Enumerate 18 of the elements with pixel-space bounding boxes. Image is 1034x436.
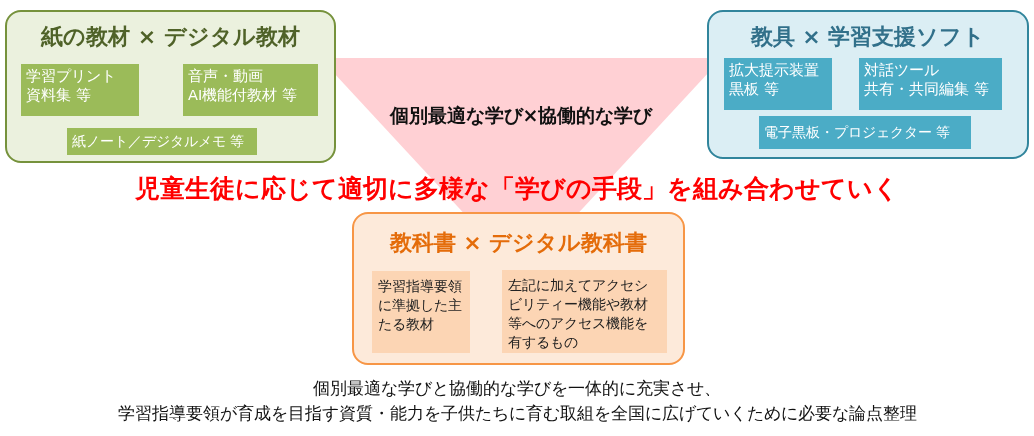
center-label: 個別最適な学び×協働的な学び	[389, 103, 653, 128]
item-box: 学習指導要領に準拠した主たる教材	[372, 271, 470, 353]
summary-text: 学習指導要領が育成を目指す資質・能力を子供たちに育む取組を全国に広げていくために必要な論点整理	[117, 403, 917, 425]
category-box	[5, 10, 336, 163]
box-heading: 教具 × 学習支援ソフト	[749, 23, 987, 51]
summary-text: 個別最適な学びと協働的な学びを一体的に充実させ、	[313, 378, 721, 400]
item-box: 音声・動画 AI機能付教材 等	[183, 64, 318, 116]
category-box	[352, 212, 685, 365]
item-box: 学習プリント 資料集 等	[21, 64, 139, 116]
item-box: 拡大提示装置 黒板 等	[724, 58, 832, 110]
box-heading: 教科書 × デジタル教科書	[388, 229, 649, 257]
item-box: 紙ノート／デジタルメモ 等	[67, 128, 257, 155]
main-message: 児童生徒に応じて適切に多様な「学びの手段」を組み合わせていく	[135, 173, 899, 205]
item-box: 左記に加えてアクセシビリティー機能や教材等へのアクセス機能を有するもの	[502, 270, 667, 353]
item-box: 対話ツール 共有・共同編集 等	[859, 58, 1002, 110]
category-box	[707, 10, 1029, 159]
item-box: 電子黒板・プロジェクター 等	[759, 116, 971, 149]
box-heading: 紙の教材 × デジタル教材	[40, 23, 301, 51]
